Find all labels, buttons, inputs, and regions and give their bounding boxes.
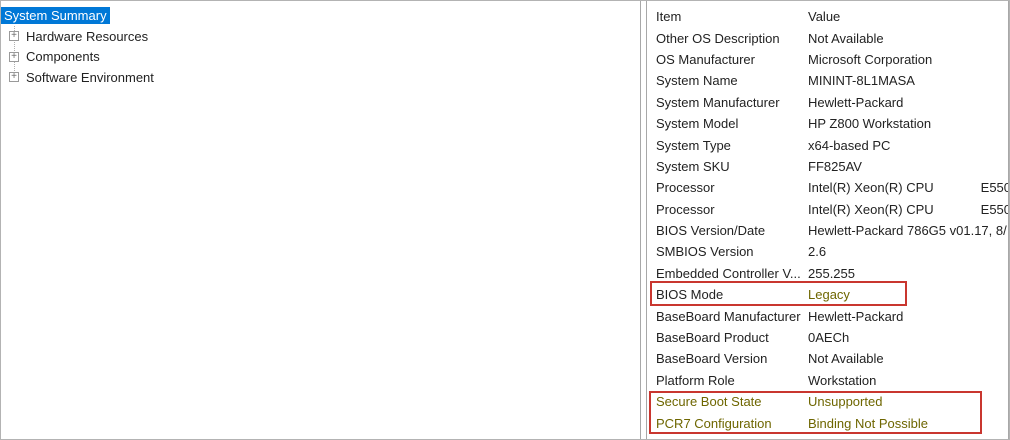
row-item: BaseBoard Version xyxy=(656,351,768,367)
row-value: FF825AV xyxy=(808,158,862,174)
row-value: Microsoft Corporation xyxy=(808,51,933,67)
row-item: System SKU xyxy=(656,158,730,174)
table-row[interactable]: Processor Intel(R) Xeon(R) CPU E5506 xyxy=(647,177,1008,198)
row-value: Intel(R) Xeon(R) CPU E5506 xyxy=(808,180,1008,196)
table-row[interactable]: PCR7 Configuration Binding Not Possible xyxy=(647,412,1008,433)
row-value: Hewlett-Packard 786G5 v01.17, 8/ xyxy=(808,223,1007,239)
row-item: System Type xyxy=(656,137,731,153)
row-item: BaseBoard Manufacturer xyxy=(656,308,801,324)
row-item: System Model xyxy=(656,116,739,132)
column-header-value[interactable]: Value xyxy=(808,9,841,25)
row-value: Hewlett-Packard xyxy=(808,94,904,110)
row-item: OS Manufacturer xyxy=(656,51,755,67)
row-item: System Name xyxy=(656,73,738,89)
row-value: Not Available xyxy=(808,351,884,367)
table-row[interactable]: System Model HP Z800 Workstation xyxy=(647,113,1008,134)
row-item: Processor xyxy=(656,180,715,196)
table-row[interactable]: SMBIOS Version 2.6 xyxy=(647,241,1008,262)
row-value: HP Z800 Workstation xyxy=(808,116,932,132)
row-value: MININT-8L1MASA xyxy=(808,73,915,89)
details-panel: Item Value Other OS Description Not Avai… xyxy=(646,1,1009,439)
table-row[interactable]: BIOS Mode Legacy xyxy=(647,284,1008,305)
tree-item-label: Software Environment xyxy=(26,69,154,85)
table-row[interactable]: OS Manufacturer Microsoft Corporation xyxy=(647,49,1008,70)
table-row[interactable]: System SKU FF825AV xyxy=(647,156,1008,177)
row-value: Binding Not Possible xyxy=(808,415,928,431)
details-rows: Other OS Description Not Available OS Ma… xyxy=(647,27,1008,433)
row-value: 255.255 xyxy=(808,265,855,281)
row-item: Platform Role xyxy=(656,372,735,388)
row-value: 0AECh xyxy=(808,330,850,346)
row-item: BaseBoard Product xyxy=(656,330,769,346)
sidebar-item-software-environment[interactable]: + Software Environment xyxy=(1,67,640,88)
expand-plus-icon[interactable]: + xyxy=(9,72,19,83)
row-value: x64-based PC xyxy=(808,137,891,153)
expand-plus-icon[interactable]: + xyxy=(9,51,19,62)
table-row[interactable]: Platform Role Workstation xyxy=(647,370,1008,391)
row-item: PCR7 Configuration xyxy=(656,415,772,431)
row-item: BIOS Version/Date xyxy=(656,223,766,239)
table-row[interactable]: System Name MININT-8L1MASA xyxy=(647,70,1008,91)
tree-item-label: Components xyxy=(26,49,100,65)
details-header-row: Item Value xyxy=(647,6,1008,27)
row-value: Workstation xyxy=(808,372,877,388)
table-row[interactable]: BaseBoard Manufacturer Hewlett-Packard xyxy=(647,305,1008,326)
table-row[interactable]: Secure Boot State Unsupported xyxy=(647,391,1008,412)
row-value: Legacy xyxy=(808,287,850,303)
row-item: Other OS Description xyxy=(656,30,780,46)
column-header-item[interactable]: Item xyxy=(656,9,682,25)
table-row[interactable]: Other OS Description Not Available xyxy=(647,27,1008,48)
tree-item-label: Hardware Resources xyxy=(26,28,149,44)
category-tree-panel: System Summary + Hardware Resources + Co… xyxy=(1,1,641,439)
sidebar-item-system-summary[interactable]: System Summary xyxy=(1,5,640,26)
tree-item-label: System Summary xyxy=(1,6,110,24)
row-value: 2.6 xyxy=(808,244,827,260)
row-item: SMBIOS Version xyxy=(656,244,754,260)
expand-plus-icon[interactable]: + xyxy=(9,31,19,42)
table-row[interactable]: BaseBoard Product 0AECh xyxy=(647,327,1008,348)
row-value: Not Available xyxy=(808,30,884,46)
table-row[interactable]: BaseBoard Version Not Available xyxy=(647,348,1008,369)
row-value: Intel(R) Xeon(R) CPU E5506 xyxy=(808,201,1008,217)
sidebar-item-hardware-resources[interactable]: + Hardware Resources xyxy=(1,26,640,47)
row-value: Hewlett-Packard xyxy=(808,308,904,324)
sidebar-item-components[interactable]: + Components xyxy=(1,46,640,67)
row-item: Embedded Controller V... xyxy=(656,265,801,281)
table-row[interactable]: System Manufacturer Hewlett-Packard xyxy=(647,92,1008,113)
table-row[interactable]: Processor Intel(R) Xeon(R) CPU E5506 xyxy=(647,199,1008,220)
table-row[interactable]: System Type x64-based PC xyxy=(647,134,1008,155)
sidebar-tree: System Summary + Hardware Resources + Co… xyxy=(1,5,640,88)
row-item: System Manufacturer xyxy=(656,94,780,110)
table-row[interactable]: BIOS Version/Date Hewlett-Packard 786G5 … xyxy=(647,220,1008,241)
row-item: Secure Boot State xyxy=(656,394,762,410)
row-item: BIOS Mode xyxy=(656,287,724,303)
row-item: Processor xyxy=(656,201,715,217)
row-value: Unsupported xyxy=(808,394,883,410)
table-row[interactable]: Embedded Controller V... 255.255 xyxy=(647,263,1008,284)
